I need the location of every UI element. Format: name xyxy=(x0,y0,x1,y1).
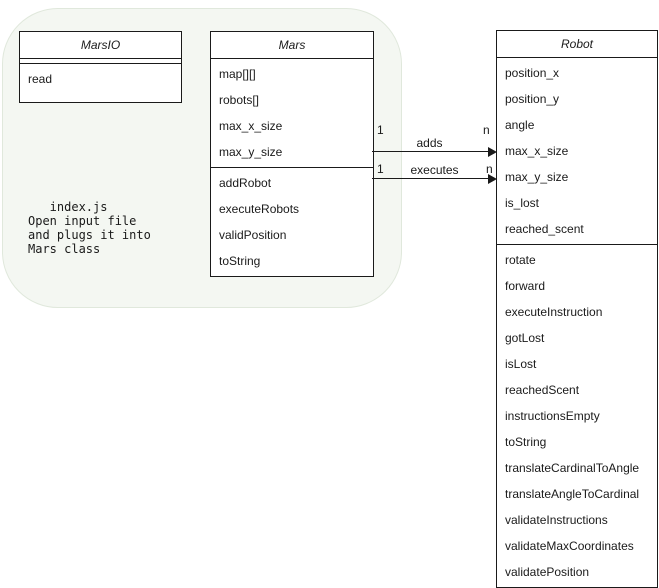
member-row: validatePosition xyxy=(505,565,590,579)
association-adds-source-multiplicity: 1 xyxy=(377,123,384,137)
methods-compartment-marsio: read xyxy=(20,63,181,102)
member-row: executeInstruction xyxy=(505,305,603,319)
member-row: max_y_size xyxy=(505,170,569,184)
member-row: max_y_size xyxy=(219,145,283,159)
member-row: translateAngleToCardinal xyxy=(505,487,640,501)
class-title-mars: Mars xyxy=(211,32,373,59)
index-js-note: index.js Open input file and plugs it in… xyxy=(28,200,151,256)
association-adds-arrowhead-icon xyxy=(488,147,497,157)
member-row: isLost xyxy=(505,357,537,371)
member-row: is_lost xyxy=(505,196,540,210)
member-row: translateCardinalToAngle xyxy=(505,461,640,475)
association-executes-source-multiplicity: 1 xyxy=(377,162,384,176)
association-executes-target-multiplicity: n xyxy=(486,162,493,176)
class-box-mars: Mars map[][] robots[] max_x_size max_y_size… xyxy=(210,31,374,277)
member-row: robots[] xyxy=(219,93,260,107)
association-executes-arrowhead-icon xyxy=(488,174,497,184)
member-row: instructionsEmpty xyxy=(505,409,600,423)
member-row: reachedScent xyxy=(505,383,580,397)
member-row: validateMaxCoordinates xyxy=(505,539,634,553)
member-row: forward xyxy=(505,279,546,293)
member-row: gotLost xyxy=(505,331,545,345)
member-row: max_x_size xyxy=(505,144,569,158)
methods-compartment-mars: addRobot executeRobots validPosition toStri… xyxy=(211,167,373,276)
class-title-marsio: MarsIO xyxy=(20,32,181,59)
member-row: validateInstructions xyxy=(505,513,608,527)
association-adds-label: adds xyxy=(416,136,443,150)
association-adds-target-multiplicity: n xyxy=(483,123,490,137)
member-row: angle xyxy=(505,118,535,132)
methods-compartment-robot: rotate forward executeInstruction gotLost is… xyxy=(497,244,657,587)
member-row: max_x_size xyxy=(219,119,283,133)
class-title-robot: Robot xyxy=(497,31,657,58)
association-executes-line xyxy=(372,178,489,179)
member-row: rotate xyxy=(505,253,536,267)
member-row: reached_scent xyxy=(505,222,584,236)
member-row: executeRobots xyxy=(219,202,300,216)
member-row: position_x xyxy=(505,66,560,80)
member-row: read xyxy=(28,72,53,86)
member-row: toString xyxy=(219,254,261,268)
attributes-compartment-mars: map[][] robots[] max_x_size max_y_size xyxy=(211,59,373,167)
member-row: toString xyxy=(505,435,547,449)
association-executes-label: executes xyxy=(410,163,459,177)
association-adds-line xyxy=(372,151,489,152)
member-row: position_y xyxy=(505,92,560,106)
member-row: validPosition xyxy=(219,228,287,242)
member-row: addRobot xyxy=(219,176,272,190)
member-row: map[][] xyxy=(219,67,256,81)
class-box-marsio: MarsIO read xyxy=(19,31,182,103)
